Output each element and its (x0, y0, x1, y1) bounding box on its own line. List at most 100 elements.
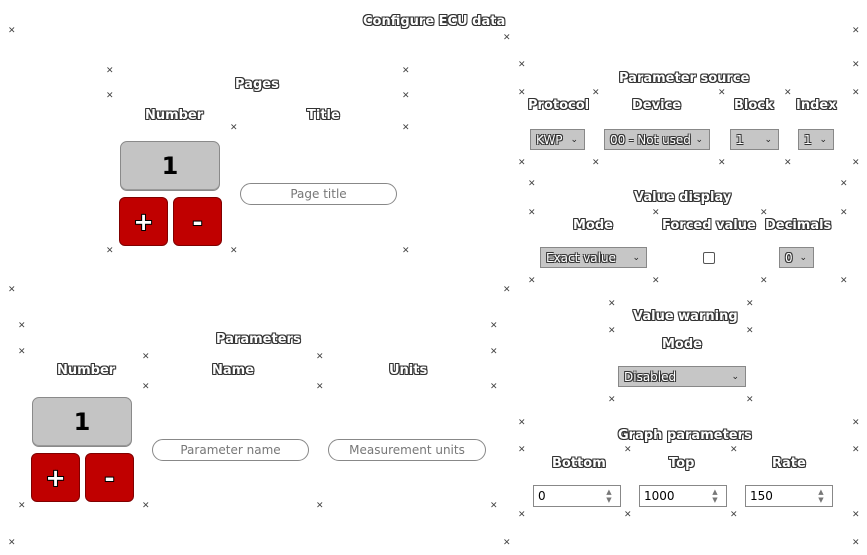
corner-icon (503, 35, 510, 42)
corner-icon (608, 397, 615, 404)
corner-icon (746, 397, 753, 404)
value-warning-heading: Value warning (633, 309, 738, 324)
corner-icon (746, 328, 753, 335)
graph-bottom-value: 0 (538, 489, 546, 503)
corner-icon (503, 540, 510, 547)
corner-icon (718, 90, 725, 97)
corner-icon (528, 210, 535, 217)
value-display-heading: Value display (634, 190, 732, 205)
protocol-value: KWP (536, 132, 563, 147)
device-label: Device (632, 98, 682, 113)
page-increment-button[interactable]: + (119, 197, 168, 246)
block-select[interactable]: 1 ⌄ (730, 129, 779, 150)
graph-parameters-heading: Graph parameters (618, 428, 752, 443)
corner-icon (316, 354, 323, 361)
device-value: 00 - Not used (610, 132, 691, 147)
graph-top-input[interactable]: 1000 ▲▼ (639, 485, 727, 507)
warning-mode-select[interactable]: Disabled ⌄ (618, 366, 746, 387)
corner-icon (730, 512, 737, 519)
corner-icon (490, 384, 497, 391)
corner-icon (746, 301, 753, 308)
parameters-units-label: Units (389, 363, 428, 378)
chevron-down-icon: ⌄ (695, 134, 703, 145)
corner-icon (8, 287, 15, 294)
corner-icon (106, 93, 113, 100)
chevron-down-icon: ⌄ (819, 134, 827, 145)
spinner-arrows-icon[interactable]: ▲▼ (712, 488, 718, 504)
index-select[interactable]: 1 ⌄ (798, 129, 834, 150)
graph-bottom-input[interactable]: 0 ▲▼ (533, 485, 621, 507)
corner-icon (490, 503, 497, 510)
corner-icon (840, 181, 847, 188)
corner-icon (402, 68, 409, 75)
graph-top-label: Top (669, 456, 695, 471)
parameter-name-input[interactable] (152, 439, 309, 461)
graph-rate-input[interactable]: 150 ▲▼ (745, 485, 833, 507)
spinner-arrows-icon[interactable]: ▲▼ (606, 488, 612, 504)
corner-icon (784, 90, 791, 97)
chevron-down-icon: ⌄ (731, 371, 739, 382)
corner-icon (852, 160, 859, 167)
page-number-display: 1 (120, 141, 220, 191)
corner-icon (718, 160, 725, 167)
page-title-input[interactable] (240, 183, 397, 205)
protocol-select[interactable]: KWP ⌄ (530, 129, 585, 150)
corner-icon (518, 512, 525, 519)
corner-icon (518, 420, 525, 427)
corner-icon (852, 540, 859, 547)
warning-mode-value: Disabled (624, 369, 677, 384)
corner-icon (652, 278, 659, 285)
corner-icon (528, 181, 535, 188)
corner-icon (840, 210, 847, 217)
page-title: Configure ECU data (363, 14, 506, 29)
display-mode-select[interactable]: Exact value ⌄ (540, 247, 647, 268)
parameter-increment-button[interactable]: + (31, 453, 80, 502)
corner-icon (142, 503, 149, 510)
corner-icon (18, 349, 25, 356)
parameters-heading: Parameters (216, 332, 301, 347)
parameter-units-input[interactable] (328, 439, 486, 461)
block-value: 1 (736, 132, 744, 147)
corner-icon (503, 287, 510, 294)
corner-icon (592, 90, 599, 97)
decimals-select[interactable]: 0 ⌄ (779, 247, 814, 268)
display-mode-value: Exact value (546, 250, 616, 265)
device-select[interactable]: 00 - Not used ⌄ (604, 129, 710, 150)
graph-rate-label: Rate (772, 456, 806, 471)
forced-value-label: Forced value (662, 218, 756, 233)
corner-icon (490, 349, 497, 356)
parameter-decrement-button[interactable]: - (85, 453, 134, 502)
corner-icon (106, 248, 113, 255)
corner-icon (402, 248, 409, 255)
corner-icon (608, 328, 615, 335)
corner-icon (106, 68, 113, 75)
decimals-label: Decimals (765, 218, 832, 233)
chevron-down-icon: ⌄ (570, 134, 578, 145)
corner-icon (592, 160, 599, 167)
corner-icon (316, 503, 323, 510)
decimals-value: 0 (785, 250, 793, 265)
parameter-source-heading: Parameter source (619, 71, 750, 86)
parameters-name-label: Name (212, 363, 255, 378)
corner-icon (852, 28, 859, 35)
pages-title-label: Title (307, 108, 340, 123)
spinner-arrows-icon[interactable]: ▲▼ (818, 488, 824, 504)
corner-icon (624, 512, 631, 519)
corner-icon (608, 301, 615, 308)
index-value: 1 (804, 132, 812, 147)
forced-value-checkbox[interactable] (703, 252, 715, 264)
corner-icon (8, 28, 15, 35)
corner-icon (840, 278, 847, 285)
corner-icon (18, 503, 25, 510)
corner-icon (730, 447, 737, 454)
corner-icon (518, 160, 525, 167)
page-decrement-button[interactable]: - (173, 197, 222, 246)
corner-icon (316, 384, 323, 391)
protocol-label: Protocol (528, 98, 590, 113)
display-mode-label: Mode (573, 218, 613, 233)
corner-icon (18, 323, 25, 330)
block-label: Block (734, 98, 774, 113)
corner-icon (652, 210, 659, 217)
corner-icon (760, 210, 767, 217)
graph-top-value: 1000 (644, 489, 675, 503)
